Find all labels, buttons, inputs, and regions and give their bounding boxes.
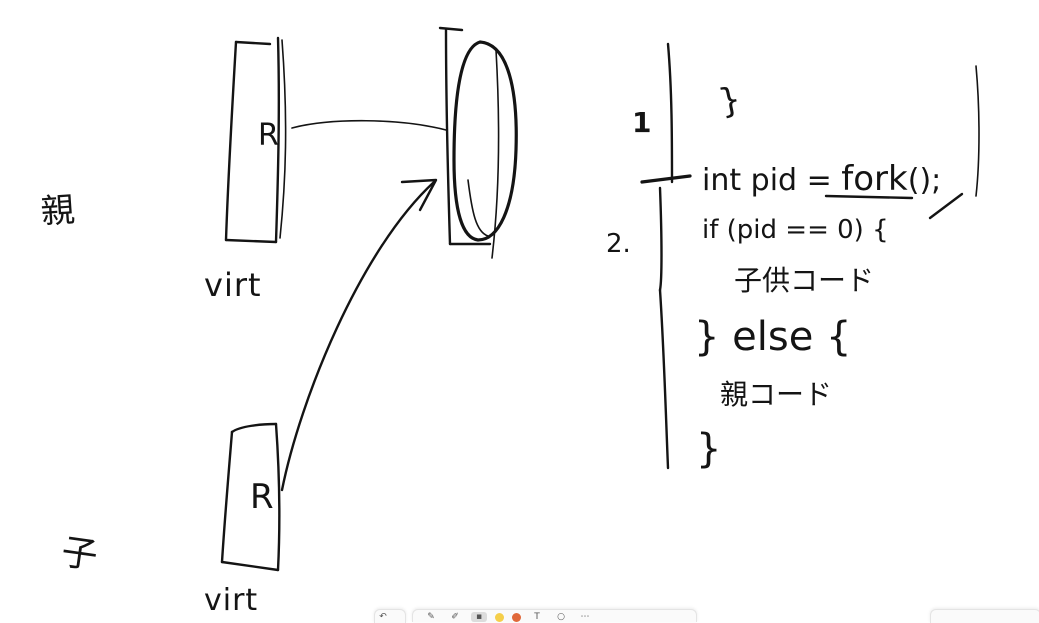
timeline [640, 42, 980, 470]
physical-memory-block [438, 26, 518, 259]
code-child-comment: 子供コード [734, 264, 874, 297]
marker-icon[interactable]: ✐ [451, 612, 459, 622]
code-if: if (pid == 0) { [702, 215, 889, 245]
eraser-icon[interactable]: ▪ [471, 612, 487, 622]
step-1-label: 1 [632, 106, 651, 139]
virt-label-top: virt [204, 266, 262, 304]
mapping-arrow-bottom [280, 178, 438, 492]
code-fork: fork [841, 159, 908, 199]
frame-letter-bottom: R [250, 477, 274, 517]
virt-label-bottom: virt [204, 583, 258, 618]
mapping-arrow-top [291, 119, 447, 131]
fork-underline [824, 194, 914, 200]
yellow-color-swatch[interactable] [495, 613, 504, 622]
memory-frame-bottom [220, 422, 281, 572]
slash-mark [928, 192, 964, 220]
step-2-label: 2. [606, 229, 631, 259]
code-else: } else { [694, 314, 852, 360]
label-child: 子 [59, 532, 100, 578]
toolbar-left: ↶ [374, 609, 406, 623]
shape-icon[interactable]: ○ [557, 612, 565, 622]
text-icon[interactable]: T [534, 612, 540, 622]
toolbar-right [930, 609, 1039, 623]
label-parent: 親 [39, 190, 76, 232]
code-parent-comment: 親コード [720, 378, 832, 411]
red-color-swatch[interactable] [512, 613, 521, 622]
code-close-brace: } [696, 426, 721, 472]
frame-letter-top: R [258, 118, 279, 153]
drawing-toolbar: ✎ ✐ ▪ T ○ ⋯ [412, 609, 697, 622]
pen-icon[interactable]: ✎ [427, 612, 435, 622]
more-icon[interactable]: ⋯ [580, 612, 590, 622]
brace-top-label: } [715, 79, 744, 123]
undo-icon[interactable]: ↶ [379, 612, 387, 622]
memory-frame-top [224, 36, 287, 244]
code-int-pid: int pid = fork(); [702, 159, 941, 199]
